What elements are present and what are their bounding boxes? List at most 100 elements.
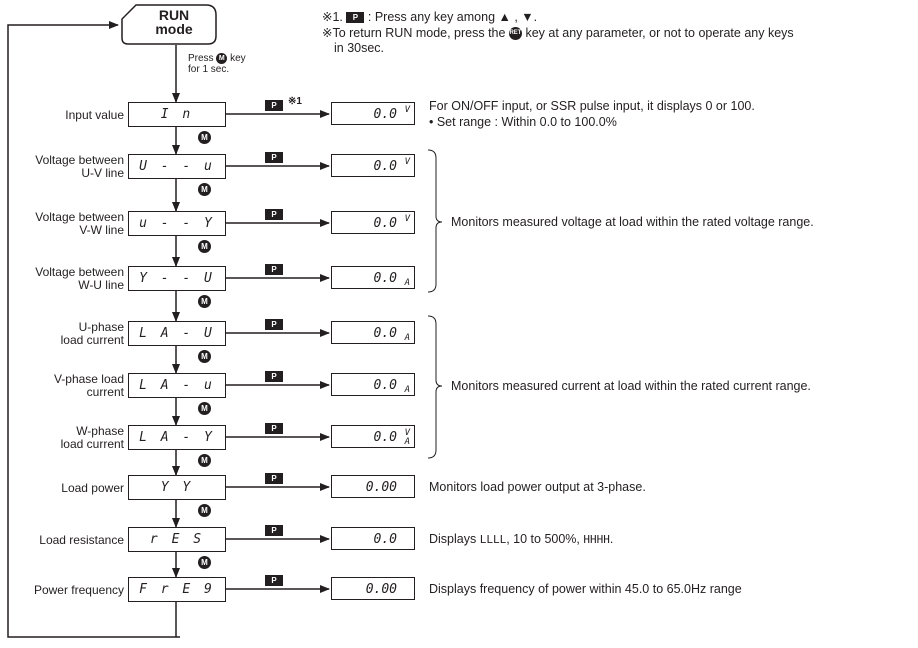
param-value: 0.00 (365, 582, 397, 597)
param-label-line: Voltage between (35, 265, 124, 279)
note-1: ※1. P : Press any key among ▲ , ▼. (322, 10, 537, 24)
note1-prefix: ※1. (322, 10, 343, 24)
param-value: 0.0 (373, 378, 397, 393)
param-label-line: Load resistance (39, 532, 124, 547)
param-label-line: Power frequency (33, 582, 124, 597)
param-label: Power frequency (33, 582, 124, 597)
m-key-icon: M (198, 556, 211, 569)
resistance-prefix: Displays (429, 532, 477, 546)
param-value: 0.0 (373, 271, 397, 286)
param-value-display: 0.0 A (331, 266, 415, 289)
param-unit: V A (404, 428, 410, 447)
m-key-icon: M (198, 350, 211, 363)
param-label-line: load current (60, 437, 124, 451)
note-2: ※To return RUN mode, press the RET key a… (322, 26, 794, 41)
param-label-line: Voltage between (35, 210, 124, 224)
param-code-display[interactable]: L A - Y (128, 425, 226, 450)
m-key-icon: M (198, 454, 211, 467)
param-code-display[interactable]: r E S (128, 527, 226, 552)
resistance-description: Displays LLLL, 10 to 500%, HHHH. (429, 532, 613, 547)
m-key-icon: M (198, 402, 211, 415)
param-unit: V (404, 214, 410, 224)
param-value: 0.0 (373, 159, 397, 174)
param-value: 0.00 (365, 480, 397, 495)
param-unit: V (404, 157, 410, 167)
param-code-display[interactable]: F r E 9 (128, 577, 226, 602)
param-value-display: 0.0 A (331, 373, 415, 396)
resistance-mid: , 10 to 500%, (506, 532, 580, 546)
m-key-icon: M (198, 131, 211, 144)
param-label-line: load current (60, 333, 124, 347)
param-value-display: 0.00 (331, 475, 415, 498)
resistance-high-code: HHHH (583, 533, 610, 546)
run-mode-line2: mode (155, 21, 193, 37)
frequency-description: Displays frequency of power within 45.0 … (429, 582, 742, 596)
param-label-line: U-V line (81, 166, 124, 180)
param-code-display[interactable]: Y Y (128, 475, 226, 500)
param-code-display[interactable]: I n (128, 102, 226, 127)
param-value-display: 0.0 V (331, 154, 415, 177)
param-value-display: 0.0 (331, 527, 415, 550)
input-description: For ON/OFF input, or SSR pulse input, it… (429, 99, 755, 113)
param-label-line: Voltage between (35, 153, 124, 167)
m-key-icon: M (198, 504, 211, 517)
run-mode-box (121, 4, 217, 45)
param-label-line: current (86, 385, 124, 399)
param-label-line: V-phase load (53, 372, 124, 386)
param-label-line: W-U line (78, 278, 124, 292)
param-label: Load power (61, 480, 124, 495)
param-unit: V (404, 105, 410, 115)
param-value: 0.0 (373, 326, 397, 341)
note1-text: : Press any key among ▲ , ▼. (367, 10, 538, 24)
param-label-line: Load power (61, 480, 124, 495)
param-value: 0.0 (373, 532, 397, 547)
footnote-mark: ※1 (288, 96, 302, 107)
note2-prefix: ※To return RUN mode, press the (322, 26, 506, 40)
resistance-low-code: LLLL (479, 533, 507, 546)
m-key-icon: M (198, 183, 211, 196)
param-code-display[interactable]: Y - - U (128, 266, 226, 291)
p-key-icon: P (265, 371, 283, 382)
param-code-display[interactable]: L A - U (128, 321, 226, 346)
param-code-display[interactable]: U - - u (128, 154, 226, 179)
param-value: 0.0 (373, 430, 397, 445)
resistance-end: . (609, 532, 614, 546)
p-key-icon: P (346, 12, 365, 24)
param-code-display[interactable]: u - - Y (128, 211, 226, 236)
p-key-icon: P (265, 209, 283, 220)
param-unit: A (404, 385, 410, 395)
p-key-icon: P (265, 473, 283, 484)
ret-key-icon: RET (508, 27, 522, 41)
p-key-icon: P (265, 264, 283, 275)
m-key-icon: M (198, 240, 211, 253)
param-value: 0.0 (373, 107, 397, 122)
param-value-display: 0.0 V A (331, 425, 415, 448)
input-set-range: • Set range : Within 0.0 to 100.0% (429, 115, 617, 129)
run-mode-label: RUN mode (134, 8, 214, 36)
run-mode-line1: RUN (158, 7, 190, 23)
param-unit: A (404, 333, 410, 343)
p-key-icon: P (265, 152, 283, 163)
param-value-display: 0.00 (331, 577, 415, 600)
p-key-icon: P (265, 423, 283, 434)
param-code-display[interactable]: L A - u (128, 373, 226, 398)
param-label: Load resistance (39, 532, 124, 547)
p-key-icon: P (265, 319, 283, 330)
power-description: Monitors load power output at 3-phase. (429, 480, 646, 494)
param-value-display: 0.0 A (331, 321, 415, 344)
p-key-icon: P (265, 575, 283, 586)
param-label: Input value (65, 108, 124, 122)
p-key-icon: P (265, 100, 283, 111)
param-label-line: W-phase (76, 424, 124, 438)
param-label-line: U-phase (78, 320, 124, 334)
p-key-icon: P (265, 525, 283, 536)
m-key-icon: M (216, 53, 228, 64)
param-unit: A (404, 278, 410, 288)
